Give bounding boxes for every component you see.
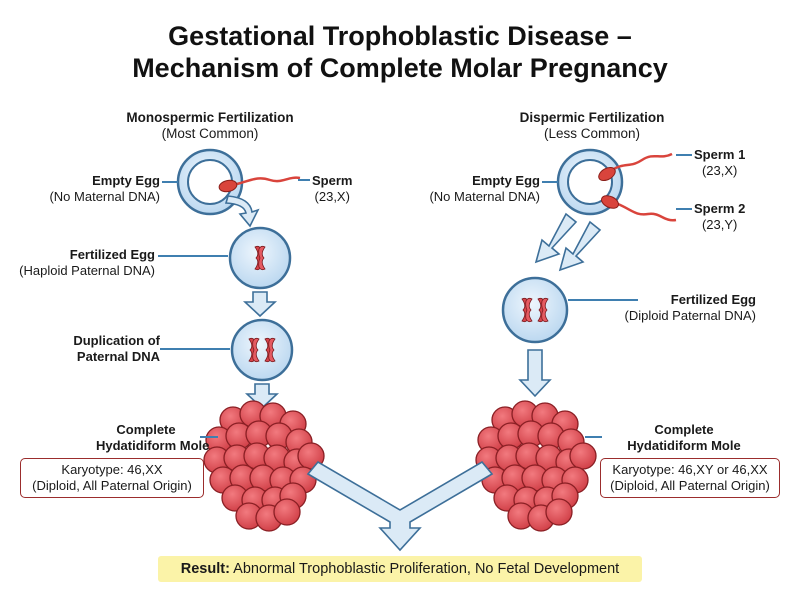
right-empty-egg-note: (No Maternal DNA) <box>429 189 540 204</box>
right-empty-egg-title: Empty Egg <box>472 173 540 188</box>
result-banner: Result: Abnormal Trophoblastic Prolifera… <box>158 556 642 582</box>
right-karyotype-line-2: (Diploid, All Paternal Origin) <box>610 478 770 493</box>
left-header: Monospermic Fertilization (Most Common) <box>80 110 340 142</box>
right-karyotype-box: Karyotype: 46,XY or 46,XX (Diploid, All … <box>600 458 780 498</box>
title-line-1: Gestational Trophoblastic Disease – <box>168 21 632 51</box>
right-mole-cluster <box>475 400 597 532</box>
left-mole-line-2: Hydatidiform Mole <box>96 438 210 453</box>
result-text: Abnormal Trophoblastic Proliferation, No… <box>233 561 620 577</box>
mole-vesicle <box>273 498 301 526</box>
left-fertilized-title: Fertilized Egg <box>69 247 155 262</box>
right-empty-egg-label: Empty Egg (No Maternal DNA) <box>429 173 540 205</box>
title-line-2: Mechanism of Complete Molar Pregnancy <box>132 53 668 83</box>
right-sperm-1-icon <box>595 152 673 184</box>
merge-arrow <box>306 460 494 552</box>
right-arrow-down <box>518 349 552 398</box>
right-mole-line-2: Hydatidiform Mole <box>627 438 741 453</box>
mole-vesicle <box>545 498 573 526</box>
left-sperm-title: Sperm <box>312 173 353 188</box>
right-arrow-b <box>558 220 602 272</box>
left-header-title: Monospermic Fertilization <box>126 110 294 125</box>
right-arrow-a <box>534 212 578 264</box>
left-fertilized-note: (Haploid Paternal DNA) <box>19 263 155 278</box>
right-karyotype-line-1: Karyotype: 46,XY or 46,XX <box>612 462 768 477</box>
left-mole-line-1: Complete <box>116 422 176 437</box>
right-mole-label: Complete Hydatidiform Mole <box>610 422 758 454</box>
result-label: Result: <box>180 561 230 577</box>
diagram-title: Gestational Trophoblastic Disease – Mech… <box>0 20 800 84</box>
left-arrow-2 <box>242 291 278 318</box>
right-fertilized-note: (Diploid Paternal DNA) <box>624 308 757 323</box>
right-fertilized-title: Fertilized Egg <box>670 292 756 307</box>
left-karyotype-line-2: (Diploid, All Paternal Origin) <box>32 478 192 493</box>
right-sperm-1-label: Sperm 1 (23,X) <box>694 147 745 179</box>
right-header: Dispermic Fertilization (Less Common) <box>462 110 722 142</box>
left-duplication-line-1: Duplication of <box>73 333 160 348</box>
left-empty-egg-title: Empty Egg <box>92 173 160 188</box>
right-sperm-1-title: Sperm 1 <box>694 147 746 162</box>
left-arrow-1 <box>224 195 260 228</box>
right-header-title: Dispermic Fertilization <box>519 110 665 125</box>
right-sperm-2-note: (23,Y) <box>701 217 738 232</box>
left-sperm-note: (23,X) <box>314 189 350 204</box>
left-header-subtitle: (Most Common) <box>161 126 259 141</box>
mole-vesicle <box>569 442 597 470</box>
left-mole-cluster <box>203 400 325 532</box>
left-empty-egg-label: Empty Egg (No Maternal DNA) <box>49 173 160 205</box>
left-sperm-icon <box>217 176 301 194</box>
right-sperm-2-icon <box>599 192 677 222</box>
right-sperm-1-note: (23,X) <box>701 163 738 178</box>
left-duplicated-cell <box>230 318 294 382</box>
left-karyotype-line-1: Karyotype: 46,XX <box>61 462 163 477</box>
right-mole-line-1: Complete <box>654 422 714 437</box>
right-fertilized-egg <box>501 276 569 344</box>
left-fertilized-label: Fertilized Egg (Haploid Paternal DNA) <box>19 247 155 279</box>
left-duplication-label: Duplication of Paternal DNA <box>73 333 160 365</box>
right-sperm-2-label: Sperm 2 (23,Y) <box>694 201 745 233</box>
right-fertilized-label: Fertilized Egg (Diploid Paternal DNA) <box>625 292 757 324</box>
left-fertilized-egg <box>228 226 292 290</box>
left-sperm-label: Sperm (23,X) <box>312 173 352 205</box>
left-duplication-line-2: Paternal DNA <box>76 349 160 364</box>
right-sperm-2-title: Sperm 2 <box>694 201 746 216</box>
left-karyotype-box: Karyotype: 46,XX (Diploid, All Paternal … <box>20 458 204 498</box>
right-header-subtitle: (Less Common) <box>543 126 641 141</box>
left-mole-label: Complete Hydatidiform Mole <box>96 422 210 454</box>
left-arrow-3 <box>244 383 280 410</box>
left-empty-egg-note: (No Maternal DNA) <box>49 189 160 204</box>
